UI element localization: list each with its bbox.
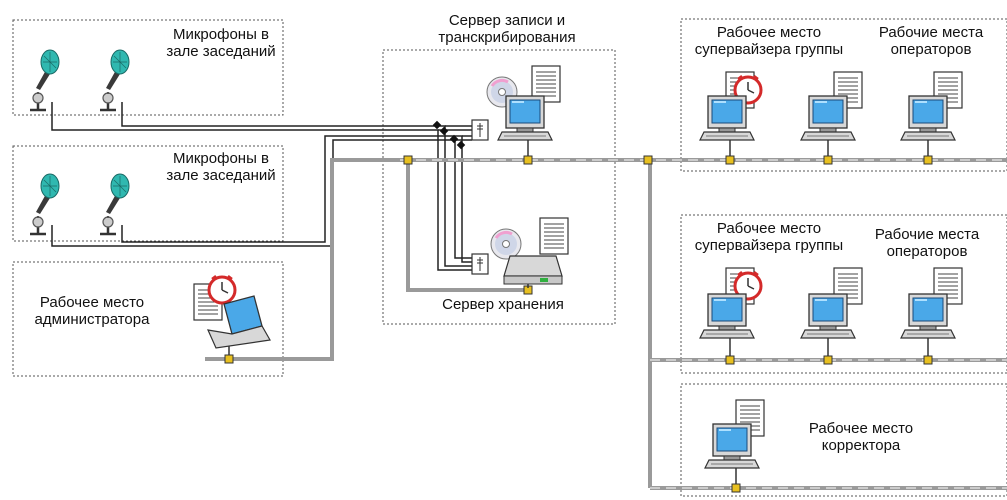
computer-icon <box>699 95 755 141</box>
admin-ws-label: Рабочее место администратора <box>34 294 150 328</box>
mic-group-1-box <box>12 19 284 116</box>
cable-junctions <box>432 120 466 150</box>
corrector-box <box>680 383 1007 497</box>
microphone-icon <box>98 172 131 236</box>
group-1-operators-label: Рабочие места операторов <box>878 24 984 58</box>
storage-server-label: Сервер хранения <box>442 296 564 313</box>
mic-cables <box>51 102 472 271</box>
switch-icon <box>471 119 489 141</box>
computer-icon <box>497 95 553 141</box>
hub-icon <box>725 355 735 365</box>
laptop-icon <box>206 295 271 349</box>
hub-icon <box>823 355 833 365</box>
hub-icon <box>731 483 741 493</box>
microphone-icon <box>28 48 61 112</box>
corrector-ws-label: Рабочее место корректора <box>808 420 914 454</box>
group-2-operators-label: Рабочие места операторов <box>874 226 980 260</box>
group-1-box <box>680 18 1007 172</box>
mic-group-2-box <box>12 145 284 242</box>
document-icon <box>539 217 569 255</box>
hub-icon <box>725 155 735 165</box>
server-icon <box>503 255 563 285</box>
group-boxes <box>12 18 1007 497</box>
switch-icon <box>471 253 489 275</box>
group-2-supervisor-label: Рабочее место супервайзера группы <box>694 220 844 254</box>
computer-icon <box>800 293 856 339</box>
computer-icon <box>900 95 956 141</box>
clock-icon <box>207 274 237 305</box>
group-1-supervisor-label: Рабочее место супервайзера группы <box>694 24 844 58</box>
hub-icon <box>224 354 234 364</box>
computer-icon <box>699 293 755 339</box>
server-box <box>382 49 616 325</box>
hub-icon <box>643 155 653 165</box>
mic-group-1-label: Микрофоны в зале заседаний <box>166 26 276 60</box>
hub-icon <box>403 155 413 165</box>
hub-icon <box>523 155 533 165</box>
mic-group-2-label: Микрофоны в зале заседаний <box>166 150 276 184</box>
microphone-icon <box>98 48 131 112</box>
group-2-box <box>680 214 1007 374</box>
hub-icon <box>923 355 933 365</box>
recording-server-label: Сервер записи и транскрибирования <box>438 12 576 46</box>
computer-icon <box>800 95 856 141</box>
hub-icon <box>923 155 933 165</box>
cd-icon <box>489 227 523 261</box>
microphone-icon <box>28 172 61 236</box>
hub-icon <box>823 155 833 165</box>
computer-icon <box>900 293 956 339</box>
computer-icon <box>704 423 760 469</box>
